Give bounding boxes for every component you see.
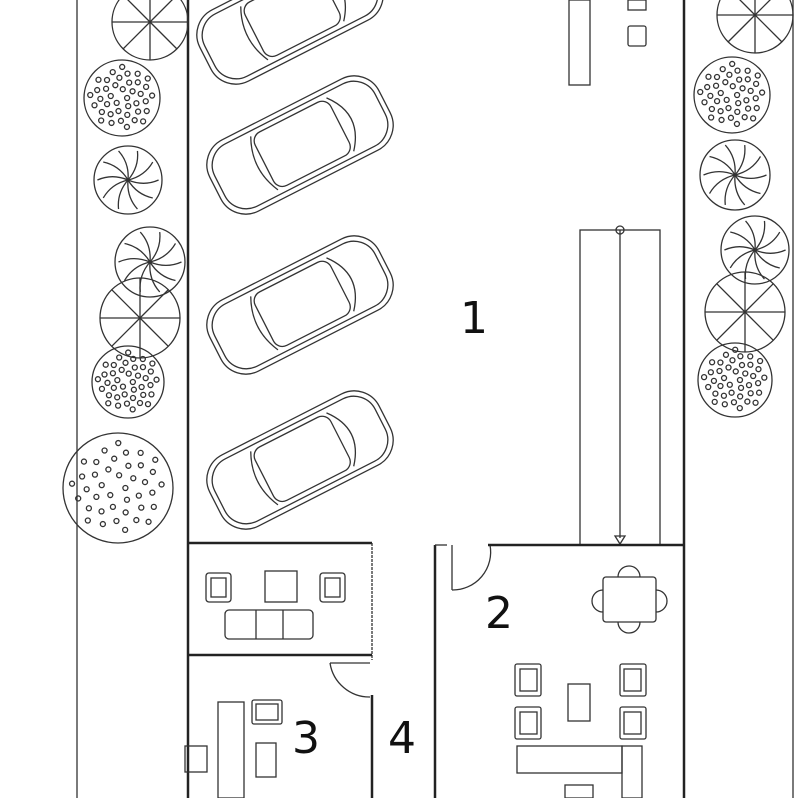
car-icon (206, 75, 394, 215)
car-icon (206, 235, 394, 375)
tree-icon (716, 0, 794, 54)
boundary-lines (76, 0, 794, 798)
room-walls (188, 541, 684, 798)
car-icon (206, 390, 394, 530)
car-icon (196, 0, 384, 85)
tree-icon (693, 56, 771, 134)
trees (62, 0, 794, 544)
tree-icon (704, 271, 786, 353)
staircase (579, 225, 661, 546)
tree-icon (91, 345, 165, 419)
tree-icon (114, 226, 186, 298)
lounge-furniture (205, 570, 346, 640)
tree-icon (83, 59, 161, 137)
room-label-3: 3 (292, 713, 320, 764)
meeting-furniture (514, 565, 668, 798)
office-furniture (184, 699, 283, 798)
tree-icon (93, 145, 163, 215)
tree-icon (111, 0, 189, 61)
tree-icon (99, 277, 181, 359)
tree-icon (697, 342, 773, 418)
tree-icon (699, 139, 771, 211)
tree-icon (62, 432, 174, 544)
room-label-2: 2 (485, 588, 513, 639)
room-label-4: 4 (388, 713, 416, 764)
parked-cars (196, 0, 394, 530)
room-label-1: 1 (460, 293, 488, 344)
tree-icon (720, 215, 790, 285)
top-counter (568, 0, 647, 86)
